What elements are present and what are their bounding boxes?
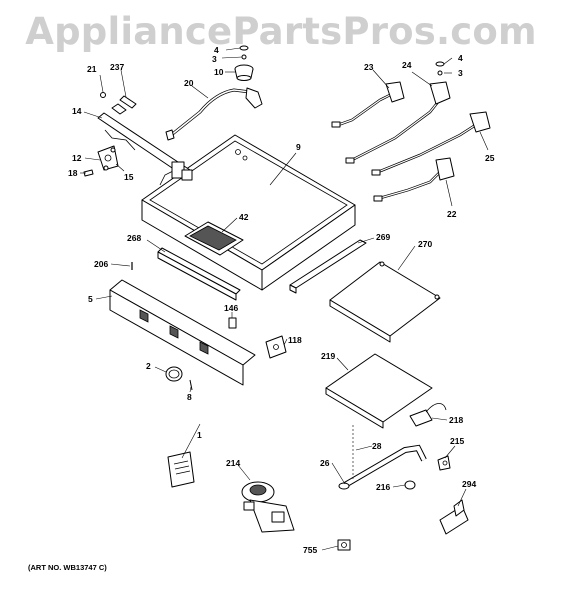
bracket-part-118[interactable]: [265, 335, 287, 359]
manifold-part-14[interactable]: [97, 112, 193, 181]
clip-part-146[interactable]: [228, 317, 237, 329]
valve-tube-part-25[interactable]: [371, 111, 491, 176]
callout-118[interactable]: 118: [288, 335, 302, 345]
rail-part-269[interactable]: [289, 239, 367, 294]
fitting-part-755[interactable]: [337, 539, 351, 551]
rail-part-268[interactable]: [157, 247, 241, 301]
screw-part-3-right[interactable]: [437, 70, 443, 76]
callout-labels: 1 2 3 3 4 4 5 8 9 10 12 14 15 18 20 21 2…: [68, 45, 495, 555]
callout-146[interactable]: 146: [224, 303, 238, 313]
callout-23[interactable]: 23: [364, 62, 374, 72]
knob-part-2[interactable]: [165, 366, 183, 382]
burner-base-part-10[interactable]: [234, 64, 254, 81]
plate-part-270[interactable]: [329, 261, 441, 343]
callout-15[interactable]: 15: [124, 172, 134, 182]
screw-part-21[interactable]: [100, 92, 106, 98]
callout-270[interactable]: 270: [418, 239, 432, 249]
manual-part-1[interactable]: [167, 451, 195, 488]
callout-206[interactable]: 206: [94, 259, 108, 269]
screw-part-18[interactable]: [83, 169, 94, 177]
callout-237[interactable]: 237: [110, 62, 124, 72]
valve-tube-part-23[interactable]: [331, 81, 405, 128]
callout-24[interactable]: 24: [402, 60, 412, 70]
bracket-part-215[interactable]: [437, 455, 451, 471]
callout-25[interactable]: 25: [485, 153, 495, 163]
callout-28[interactable]: 28: [372, 441, 382, 451]
callout-755[interactable]: 755: [303, 545, 317, 555]
spring-part-8[interactable]: [189, 379, 193, 391]
callout-216[interactable]: 216: [376, 482, 390, 492]
washer-part-4-right[interactable]: [435, 61, 445, 67]
igniter-part-218[interactable]: [409, 403, 447, 427]
plate-part-219[interactable]: [325, 353, 433, 429]
callout-214[interactable]: 214: [226, 458, 240, 468]
callout-5[interactable]: 5: [88, 294, 93, 304]
callout-12[interactable]: 12: [72, 153, 82, 163]
callout-20[interactable]: 20: [184, 78, 194, 88]
callout-294[interactable]: 294: [462, 479, 476, 489]
washer-part-4-center[interactable]: [239, 45, 249, 51]
callout-26[interactable]: 26: [320, 458, 330, 468]
valve-tube-part-22[interactable]: [373, 157, 455, 202]
valve-assembly-part-214[interactable]: [241, 481, 295, 533]
valve-tube-part-24[interactable]: [345, 81, 451, 164]
art-number: (ART NO. WB13747 C): [28, 563, 107, 572]
callout-3-center[interactable]: 3: [212, 54, 217, 64]
callout-14[interactable]: 14: [72, 106, 82, 116]
leader-lines: [80, 47, 489, 551]
bracket-part-12[interactable]: [97, 145, 119, 171]
callout-2[interactable]: 2: [146, 361, 151, 371]
nut-part-216[interactable]: [404, 480, 416, 490]
fitting-part-237[interactable]: [111, 95, 137, 115]
callout-21[interactable]: 21: [87, 64, 97, 74]
callout-18[interactable]: 18: [68, 168, 78, 178]
callout-218[interactable]: 218: [449, 415, 463, 425]
callout-4-center[interactable]: 4: [214, 45, 219, 55]
callout-1[interactable]: 1: [197, 430, 202, 440]
callout-268[interactable]: 268: [127, 233, 141, 243]
front-panel-part-5[interactable]: [109, 279, 256, 386]
callout-269[interactable]: 269: [376, 232, 390, 242]
callout-42[interactable]: 42: [239, 212, 249, 222]
callout-8[interactable]: 8: [187, 392, 192, 402]
callout-3-right[interactable]: 3: [458, 68, 463, 78]
callout-219[interactable]: 219: [321, 351, 335, 361]
callout-215[interactable]: 215: [450, 436, 464, 446]
burner-tube-part-26[interactable]: [338, 444, 427, 490]
tube-part-20[interactable]: [165, 87, 263, 141]
callout-22[interactable]: 22: [447, 209, 457, 219]
bracket-part-294[interactable]: [439, 499, 469, 535]
tray-part-42[interactable]: [184, 221, 244, 256]
callout-9[interactable]: 9: [296, 142, 301, 152]
screw-part-3-center[interactable]: [241, 54, 247, 60]
callout-4-right[interactable]: 4: [458, 53, 463, 63]
callout-10[interactable]: 10: [214, 67, 224, 77]
